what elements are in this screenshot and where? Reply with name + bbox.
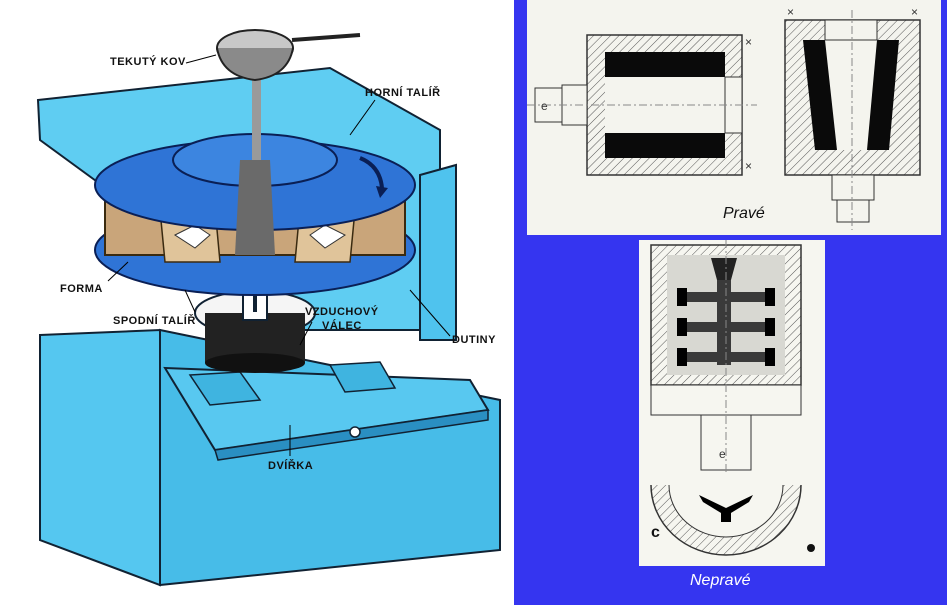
label-upper-plate: HORNÍ TALÍŘ	[365, 87, 441, 99]
correct-design-panel: e × × × × Pravé	[527, 0, 941, 235]
machine-illustration	[36, 29, 501, 587]
label-air-cylinder-line1: VZDUCHOVÝ	[305, 306, 379, 318]
caption-correct: Pravé	[723, 205, 765, 222]
svg-text:×: ×	[745, 35, 752, 49]
label-liquid-metal: TEKUTÝ KOV	[110, 56, 186, 68]
svg-text:e: e	[719, 447, 726, 461]
incorrect-design-panel: e c	[639, 240, 825, 566]
centrifugal-casting-diagram: TEKUTÝ KOV HORNÍ TALÍŘ FORMA SPODNÍ TALÍ…	[0, 0, 514, 605]
incorrect-section-drawing: e	[650, 240, 815, 556]
caption-incorrect: Nepravé	[690, 572, 751, 589]
svg-text:×: ×	[787, 5, 794, 19]
figure-letter: c	[651, 524, 660, 541]
label-cavities: DUTINY	[452, 334, 496, 346]
svg-text:e: e	[541, 99, 548, 113]
label-air-cylinder-line2: VÁLEC	[322, 320, 362, 332]
label-mold: FORMA	[60, 283, 103, 295]
label-door: DVÍŘKA	[268, 460, 314, 472]
svg-text:×: ×	[911, 5, 918, 19]
label-lower-plate: SPODNÍ TALÍŘ	[113, 315, 196, 327]
svg-text:×: ×	[745, 159, 752, 173]
correct-section-drawings: e × × × ×	[527, 5, 921, 230]
